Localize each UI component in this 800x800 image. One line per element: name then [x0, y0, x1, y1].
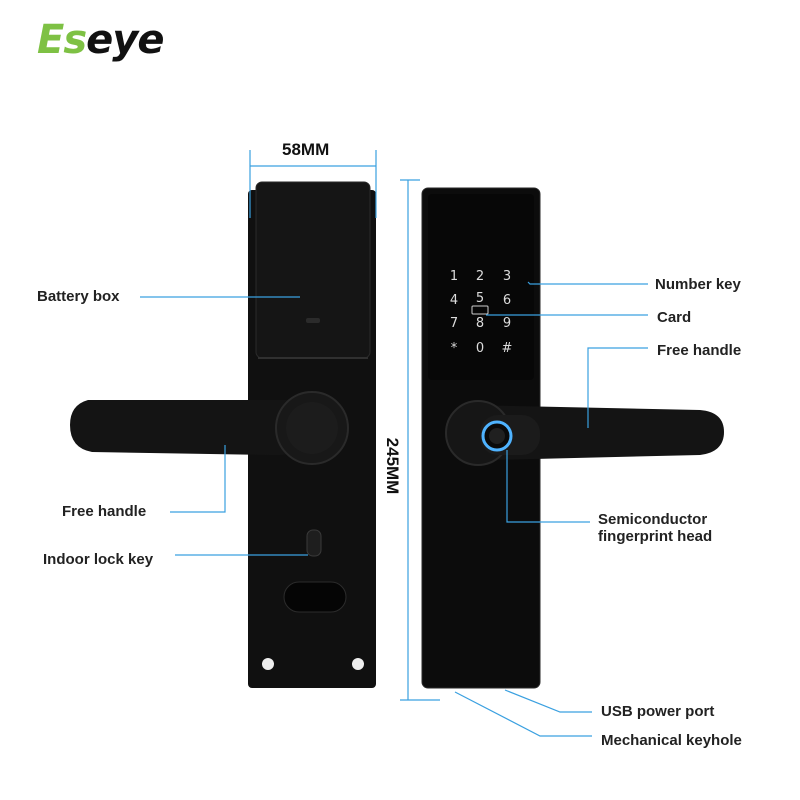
callout-keyhole: [454, 691, 592, 737]
keypad-key[interactable]: 5: [475, 291, 485, 306]
battery-box-cover: [255, 181, 371, 359]
callout-free-handle-left: [170, 445, 226, 513]
label-indoor-lock-key: Indoor lock key: [43, 551, 154, 568]
label-usb-power-port: USB power port: [601, 703, 715, 720]
keypad-key[interactable]: 4: [449, 293, 459, 308]
label-card: Card: [657, 309, 692, 326]
label-free-handle-right: Free handle: [657, 342, 742, 359]
callout-usb-port: [504, 689, 592, 713]
label-mechanical-keyhole: Mechanical keyhole: [601, 732, 742, 749]
callout-free-handle-right: [587, 347, 648, 428]
keypad-glass: [428, 194, 534, 380]
height-dimension-label: 245MM: [383, 437, 402, 495]
logo-text: eye: [86, 17, 164, 63]
dimension-lines: [249, 150, 440, 701]
indoor-handle: [70, 400, 318, 456]
indoor-unit: [70, 181, 376, 688]
keypad-key[interactable]: 9: [502, 316, 512, 331]
screw-left: [262, 658, 274, 670]
screw-right: [352, 658, 364, 670]
outdoor-unit: [421, 187, 724, 689]
latch-window: [283, 581, 347, 613]
logo-accent-text: Es: [37, 17, 87, 63]
keypad-key[interactable]: 6: [502, 293, 512, 308]
keypad-key[interactable]: 8: [475, 316, 485, 331]
callout-lines: [140, 281, 648, 737]
label-number-key: Number key: [655, 276, 741, 293]
callout-fingerprint: [506, 450, 590, 523]
label-battery-box: Battery box: [37, 288, 120, 305]
width-dimension-label: 58MM: [282, 140, 330, 159]
card-reader-icon: [471, 305, 489, 315]
keypad-key[interactable]: 0: [475, 341, 485, 356]
callout-number-key: [527, 281, 648, 285]
indoor-lock-key: [306, 529, 322, 557]
keypad-key[interactable]: 1: [449, 269, 459, 284]
label-fingerprint-line1: Semiconductor: [598, 511, 708, 528]
label-fingerprint-line2: fingerprint head: [598, 528, 713, 545]
keypad-key[interactable]: *: [450, 341, 458, 356]
battery-cover-latch: [306, 318, 320, 323]
brand-logo: Eseye: [37, 17, 164, 63]
keypad-key[interactable]: 3: [502, 269, 512, 284]
keypad-key[interactable]: 2: [475, 269, 485, 284]
label-free-handle-left: Free handle: [62, 503, 147, 520]
keypad-key[interactable]: 7: [449, 316, 459, 331]
keypad-key[interactable]: #: [501, 341, 513, 356]
